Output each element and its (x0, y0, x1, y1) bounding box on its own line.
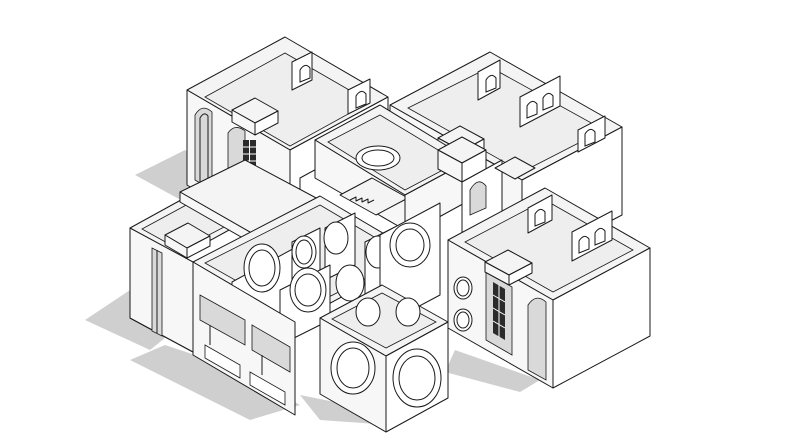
cube-round-window-right (392, 348, 442, 408)
front-circle-corridor (192, 195, 441, 416)
stair-steps (349, 196, 375, 204)
shadow-south-east (445, 350, 540, 392)
nw-parapet-niches (291, 51, 371, 115)
south-east-room (447, 187, 651, 389)
se-parapet-niches (527, 194, 613, 262)
west-tall-room (129, 194, 241, 353)
se-right-face (552, 247, 651, 389)
shadow-front (130, 345, 300, 420)
corridor-lit-floor (204, 344, 241, 379)
se-arched-doorway (527, 297, 547, 381)
central-stair-block (314, 104, 536, 238)
center-arched-doorway (469, 181, 487, 216)
shadow-west (85, 290, 175, 350)
se-porthole-windows (453, 276, 473, 332)
se-paned-window (485, 271, 513, 356)
front-cube (319, 284, 449, 433)
ne-parapet-niches (477, 59, 606, 153)
cube-round-window-left (330, 341, 376, 395)
